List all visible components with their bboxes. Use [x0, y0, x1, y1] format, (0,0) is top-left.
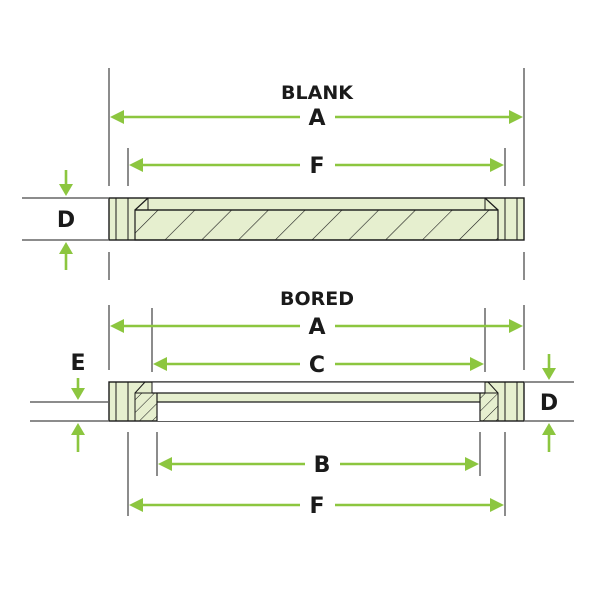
blank-label-d: D	[57, 208, 75, 233]
blank-section: BLANK A F D	[22, 68, 525, 280]
bored-dimension-e	[71, 378, 85, 452]
bored-title: BORED	[280, 288, 354, 310]
blank-flange-body	[108, 197, 525, 241]
blank-extension-lines	[22, 68, 525, 280]
bored-dimension-c	[153, 357, 484, 371]
bored-dimension-a	[110, 319, 523, 333]
blank-title: BLANK	[281, 82, 354, 104]
bored-dimension-f	[129, 498, 504, 512]
bored-label-e: E	[70, 351, 85, 376]
bored-label-f: F	[309, 494, 324, 519]
blank-dimension-a	[110, 110, 523, 124]
blank-dimension-d	[59, 170, 73, 270]
blank-dimension-f	[129, 158, 504, 172]
blank-label-f: F	[309, 154, 324, 179]
bored-label-a: A	[308, 315, 325, 340]
blank-label-a: A	[308, 106, 325, 131]
bored-section: BORED A C B F E D	[30, 288, 574, 519]
bored-dimension-d	[542, 354, 556, 452]
bored-label-d: D	[540, 391, 558, 416]
bored-label-c: C	[309, 353, 325, 378]
bored-label-b: B	[314, 453, 331, 478]
bored-extension-lines	[30, 305, 574, 516]
bored-dimension-b	[158, 457, 479, 471]
bored-flange-body	[108, 381, 525, 422]
